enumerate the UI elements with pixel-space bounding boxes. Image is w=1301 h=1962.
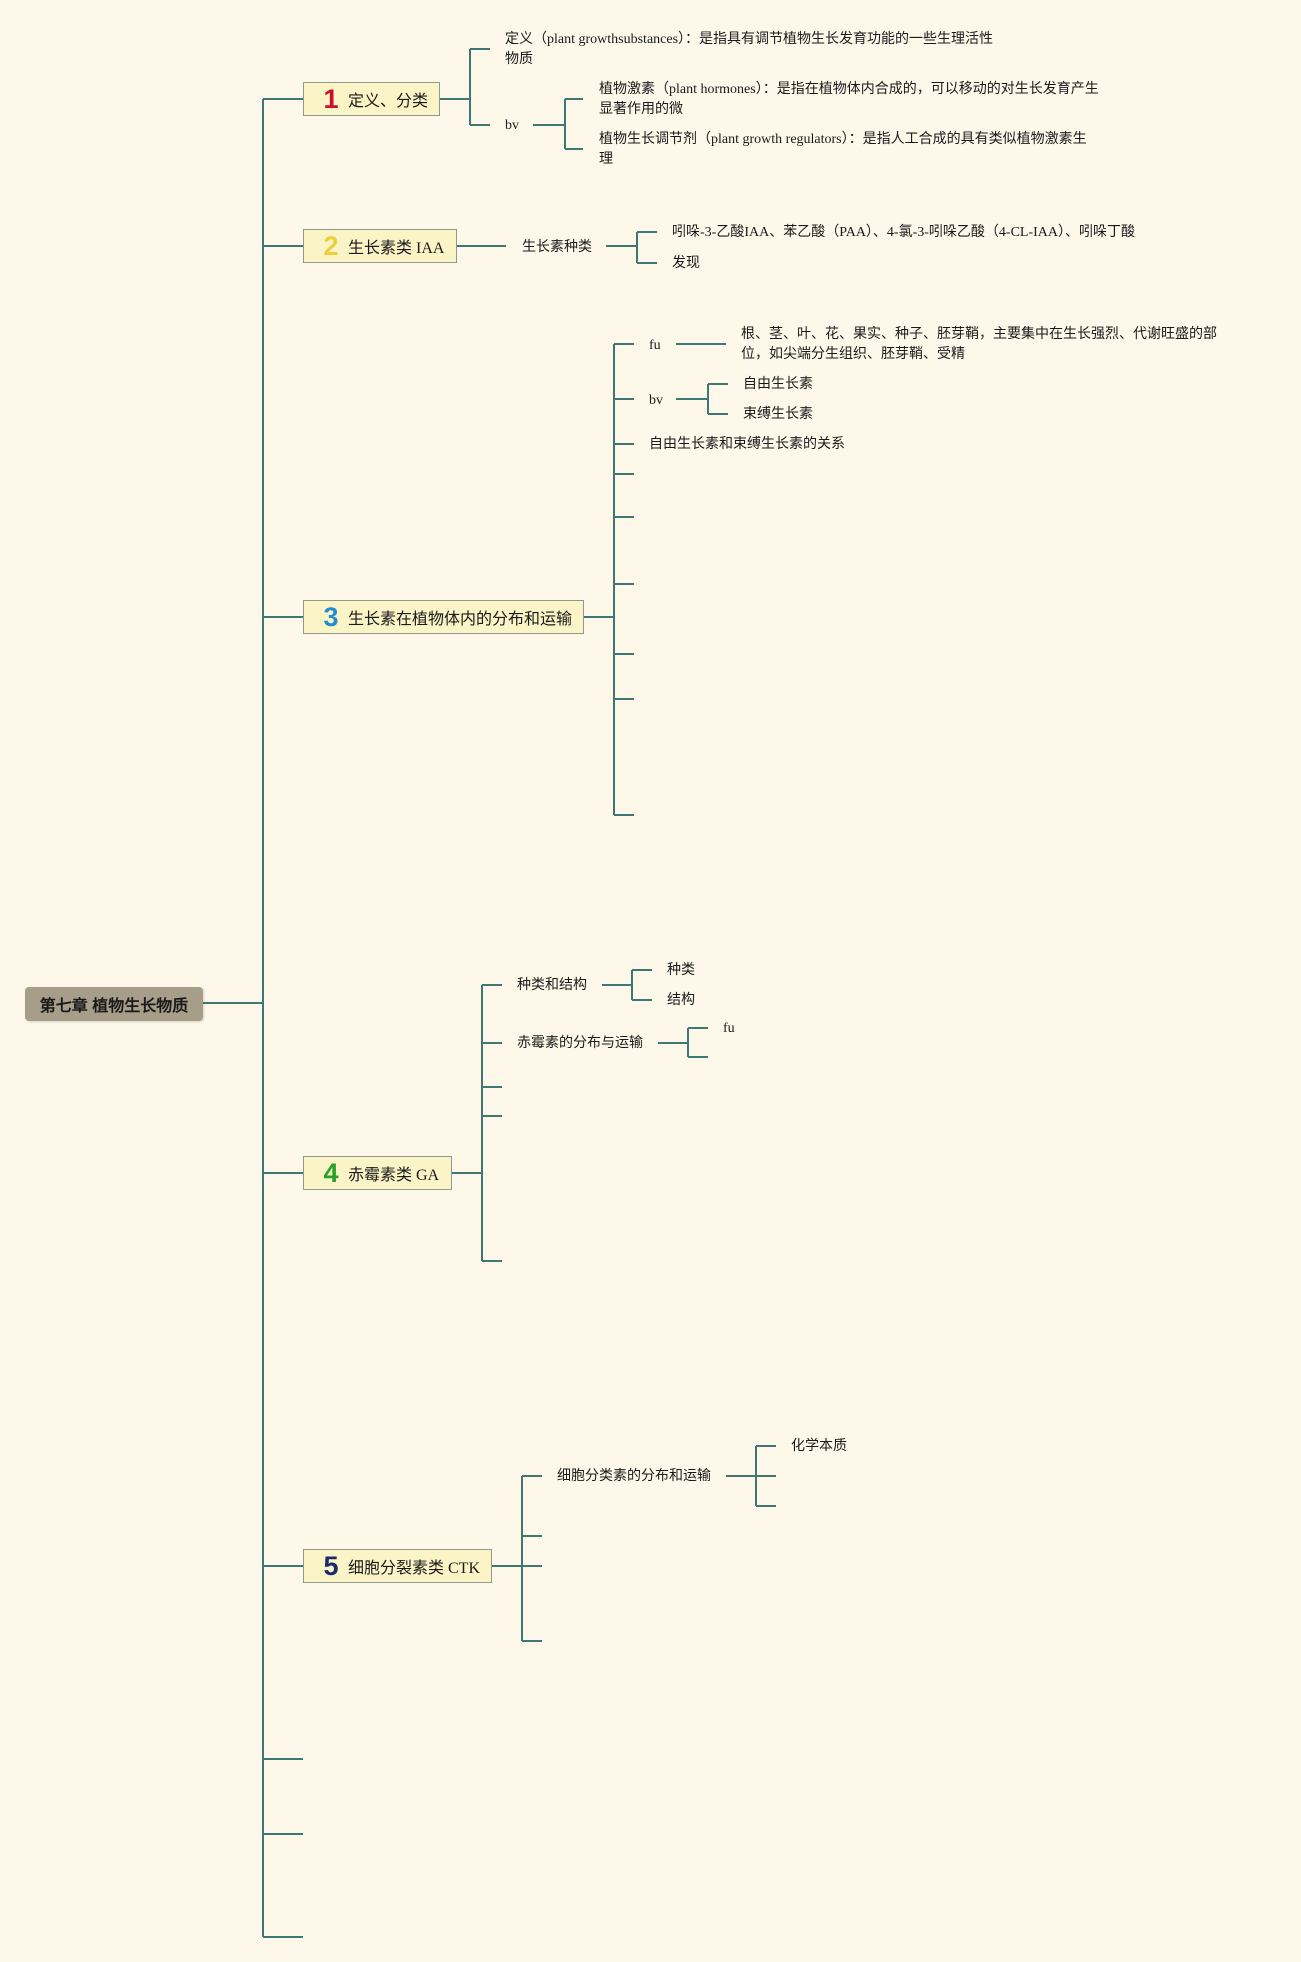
bv-node[interactable]: bv bbox=[505, 118, 519, 133]
chapter-5-node[interactable]: 5 细胞分裂素类 CTK bbox=[303, 1549, 492, 1583]
structure-node[interactable]: 结构 bbox=[667, 993, 695, 1008]
chapter-3-node[interactable]: 3 生长素在植物体内的分布和运输 bbox=[303, 600, 584, 634]
chemical-nature-node[interactable]: 化学本质 bbox=[791, 1439, 847, 1454]
discovery-node[interactable]: 发现 bbox=[672, 256, 700, 271]
chapter-number: 2 bbox=[323, 230, 339, 261]
fu-node[interactable]: fu bbox=[649, 338, 661, 353]
bv-node[interactable]: bv bbox=[649, 393, 663, 408]
chapter-4-node[interactable]: 4 赤霉素类 GA bbox=[303, 1156, 452, 1190]
chapter-number: 3 bbox=[323, 601, 339, 632]
plant-hormones-node[interactable]: 植物激素（plant hormones）：是指在植物体内合成的，可以移动的对生长… bbox=[599, 82, 1099, 117]
chapter-number: 4 bbox=[323, 1157, 339, 1188]
ctk-distribution-node[interactable]: 细胞分类素的分布和运输 bbox=[557, 1469, 711, 1484]
chapter-label: 细胞分裂素类 CTK bbox=[348, 1560, 481, 1577]
chapter-number: 5 bbox=[323, 1550, 339, 1581]
auxin-type-list-node[interactable]: 吲哚-3-乙酸IAA、苯乙酸（PAA）、4-氯-3-吲哚乙酸（4-CL-IAA）… bbox=[672, 225, 1136, 240]
chapter-label: 生长素在植物体内的分布和运输 bbox=[348, 611, 573, 628]
chapter-label: 生长素类 IAA bbox=[348, 240, 445, 257]
definition-node[interactable]: 定义（plant growthsubstances）：是指具有调节植物生长发育功… bbox=[505, 32, 994, 67]
distribution-detail-node[interactable]: 根、茎、叶、花、果实、种子、胚芽鞘，主要集中在生长强烈、代谢旺盛的部位，如尖端分… bbox=[741, 327, 1217, 362]
auxin-relation-node[interactable]: 自由生长素和束缚生长素的关系 bbox=[649, 437, 845, 452]
chapter-label: 定义、分类 bbox=[348, 93, 429, 110]
chapter-1-node[interactable]: 1 定义、分类 bbox=[303, 82, 440, 116]
types-structure-node[interactable]: 种类和结构 bbox=[517, 978, 587, 993]
root-node[interactable]: 第七章 植物生长物质 bbox=[25, 987, 203, 1021]
free-auxin-node[interactable]: 自由生长素 bbox=[743, 377, 813, 392]
fu-node[interactable]: fu bbox=[723, 1021, 735, 1036]
chapter-number: 1 bbox=[323, 83, 339, 114]
chapter-2-node[interactable]: 2 生长素类 IAA bbox=[303, 229, 457, 263]
plant-growth-regulators-node[interactable]: 植物生长调节剂（plant growth regulators）：是指人工合成的… bbox=[599, 132, 1087, 167]
chapter-label: 赤霉素类 GA bbox=[348, 1167, 440, 1184]
bound-auxin-node[interactable]: 束缚生长素 bbox=[743, 407, 813, 422]
types-node[interactable]: 种类 bbox=[667, 963, 695, 978]
auxin-types-node[interactable]: 生长素种类 bbox=[522, 240, 592, 255]
ga-distribution-node[interactable]: 赤霉素的分布与运输 bbox=[517, 1036, 643, 1051]
